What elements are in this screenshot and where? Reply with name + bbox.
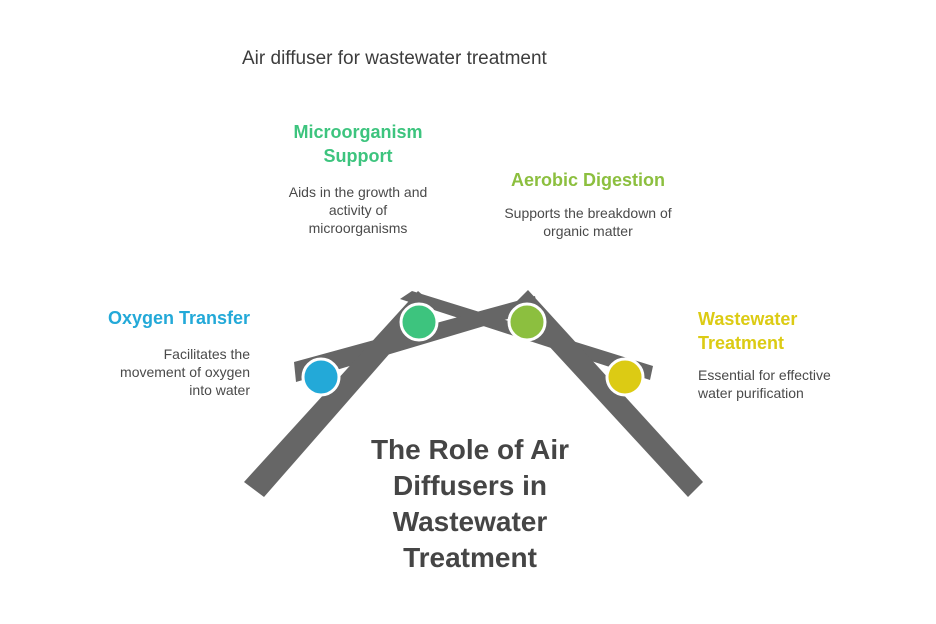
node-microorganism-support (399, 302, 439, 342)
node-aerobic-digestion (507, 302, 547, 342)
node-wastewater-treatment (605, 357, 645, 397)
diagram-title: The Role of Air Diffusers in Wastewater … (370, 434, 570, 573)
microorganism-support-title: Microorganism Support (293, 122, 423, 166)
node-oxygen-transfer (301, 357, 341, 397)
rafter-left (244, 291, 433, 497)
aerobic-digestion-description: Supports the breakdown of organic matter (504, 205, 672, 239)
oxygen-transfer-title: Oxygen Transfer (107, 308, 250, 328)
oxygen-transfer-description: Facilitates the movement of oxygen into … (120, 346, 250, 398)
wastewater-treatment-title: Wastewater Treatment (698, 309, 798, 353)
page-heading: Air diffuser for wastewater treatment (242, 48, 547, 69)
wastewater-treatment-description: Essential for effective water purificati… (698, 367, 831, 401)
rafter-right (512, 290, 703, 497)
microorganism-support-description: Aids in the growth and activity of micro… (288, 184, 428, 236)
aerobic-digestion-title: Aerobic Digestion (510, 170, 666, 190)
